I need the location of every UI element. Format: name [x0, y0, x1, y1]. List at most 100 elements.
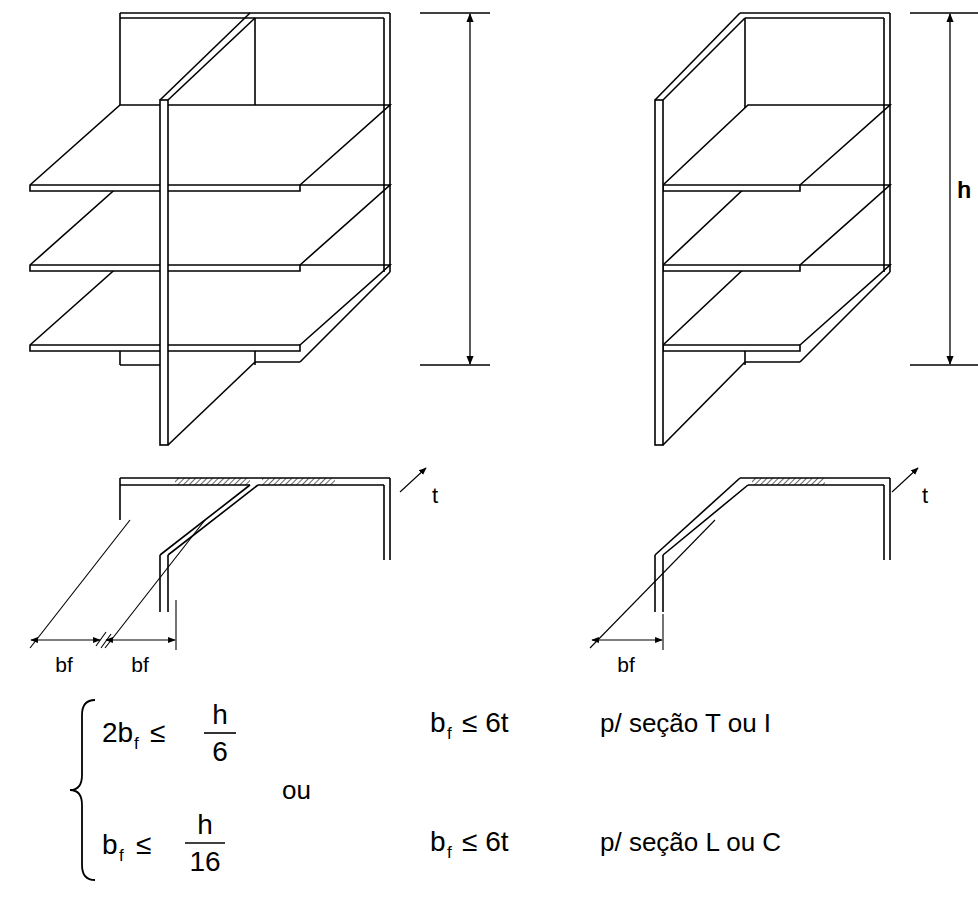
plan-section — [889, 478, 891, 560]
formula-note: ou — [282, 777, 311, 803]
plan-section — [120, 477, 390, 479]
flange-wall — [168, 362, 255, 445]
dimension-label: t — [432, 485, 438, 507]
flange-wall — [160, 100, 168, 445]
dimension-line — [420, 364, 490, 365]
formula-term: h — [197, 811, 213, 839]
wall-end — [255, 13, 390, 362]
dimension-line — [420, 12, 490, 13]
formula-brace — [70, 700, 95, 880]
floor-slab — [663, 185, 890, 271]
back-wall — [120, 17, 384, 19]
floor-slab — [30, 185, 390, 271]
extension-line — [590, 468, 918, 650]
formula-term: b — [430, 828, 446, 856]
plan-section — [883, 485, 885, 560]
dimension-line — [469, 14, 470, 364]
flange-wall — [663, 18, 745, 100]
dimension-label: bf — [131, 654, 149, 675]
extension-line — [101, 634, 111, 648]
plan-section — [383, 485, 385, 560]
plan-section — [752, 478, 825, 485]
floor-slab — [30, 105, 390, 351]
wall-end — [745, 361, 800, 363]
dimension-line — [949, 14, 950, 364]
floor-slab — [663, 264, 800, 266]
floor-slab — [663, 105, 890, 191]
back-wall — [120, 364, 160, 366]
floor-slab — [663, 265, 890, 351]
extension-line — [30, 468, 426, 650]
dimension-label: t — [922, 485, 928, 507]
flange-wall — [655, 13, 745, 445]
extension-line — [590, 520, 715, 648]
plan-section — [175, 478, 250, 485]
plan-section — [120, 478, 390, 612]
dimension-label: h — [957, 178, 970, 202]
flange-wall — [160, 13, 250, 100]
floor-slab — [663, 105, 890, 351]
back-wall — [120, 12, 390, 14]
dimension-line — [420, 13, 490, 365]
plan-section — [119, 478, 121, 520]
plan-section — [740, 477, 890, 479]
formula-term: 16 — [189, 848, 220, 876]
extension-line — [31, 639, 100, 640]
plan-section — [262, 478, 335, 485]
plan-section — [662, 555, 664, 612]
formula-term: 6 — [212, 738, 228, 766]
flange-wall — [663, 362, 745, 445]
extension-line — [400, 468, 426, 492]
dimension-line — [910, 364, 978, 365]
formula-subscript: f — [119, 847, 124, 864]
formula-term: 2b — [102, 719, 133, 747]
extension-line — [106, 639, 175, 640]
plan-section — [748, 484, 884, 486]
wall-end — [383, 18, 385, 272]
flange-wall — [160, 13, 255, 445]
formula-subscript: f — [134, 735, 139, 752]
formula-term: b — [102, 831, 118, 859]
plan-section — [167, 555, 169, 612]
formula-term: ≤ — [136, 831, 151, 859]
back-wall — [119, 13, 121, 105]
formula-brace — [70, 700, 95, 880]
back-wall — [745, 17, 884, 19]
dimension-line — [910, 12, 978, 13]
dimension-label: bf — [55, 654, 73, 675]
extension-line — [662, 614, 663, 650]
formula-subscript: f — [447, 725, 452, 742]
plan-section — [258, 484, 384, 486]
formula-term: ≤ 6t — [462, 709, 509, 737]
wall-end — [389, 13, 391, 272]
flange-wall — [168, 18, 255, 100]
fraction-bar — [185, 842, 225, 844]
section-note: p/ seção T ou I — [600, 710, 771, 736]
floor-slab — [663, 184, 800, 186]
formula-term: ≤ 6t — [462, 828, 509, 856]
formula-term: b — [430, 709, 446, 737]
dimension-line — [910, 13, 978, 365]
wall-end — [745, 13, 890, 362]
formula-subscript: f — [447, 844, 452, 861]
flange-wall — [655, 100, 663, 445]
fraction-bar — [204, 732, 236, 734]
floor-slab — [30, 265, 390, 351]
plan-section — [168, 485, 258, 555]
plan-section — [159, 555, 161, 612]
wall-end — [300, 272, 390, 362]
wall-end — [255, 361, 300, 363]
wall-end — [883, 18, 885, 272]
dimension-label: bf — [617, 654, 635, 675]
back-wall — [740, 12, 890, 14]
extension-line — [105, 520, 205, 648]
plan-section — [120, 484, 250, 486]
plan-section — [654, 555, 656, 612]
extension-line — [30, 520, 130, 648]
plan-section — [655, 478, 740, 555]
flange-wall — [655, 13, 740, 100]
wall-end — [800, 272, 890, 362]
extension-line — [175, 600, 176, 650]
